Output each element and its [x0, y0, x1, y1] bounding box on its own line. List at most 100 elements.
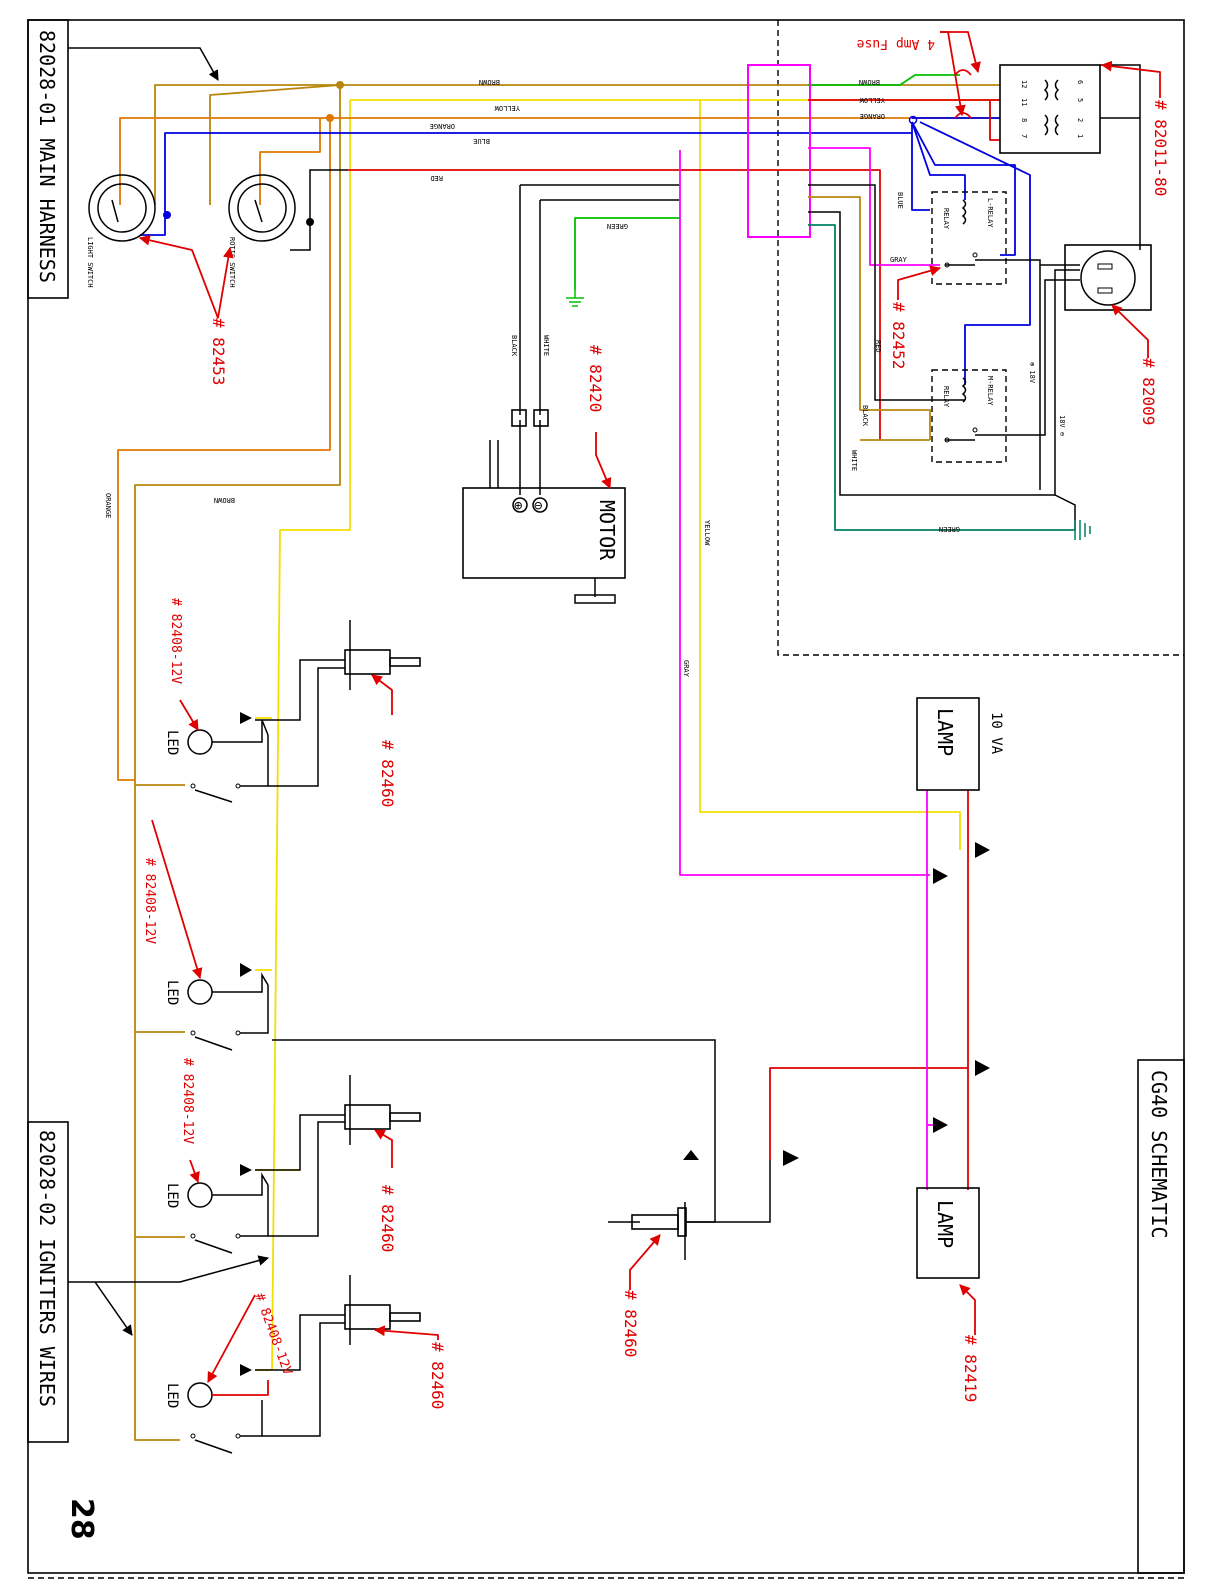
part-82408-1: # 82408-12V: [168, 598, 183, 684]
igniter-bottom-center: [272, 1039, 771, 1260]
schematic-title: CG40 SCHEMATIC: [1147, 1070, 1171, 1239]
wire-yellow-main: [255, 99, 1000, 1371]
arrow-igniter-1: [683, 1150, 699, 1160]
main-harness-leader: [68, 47, 219, 81]
pin-11: 11: [1020, 98, 1028, 106]
black-junction: [306, 218, 314, 226]
arrow-lamp-2: [933, 868, 948, 884]
wire-blue-main: [140, 117, 1031, 385]
igniter-row-1: LED: [164, 620, 421, 803]
lamp-bottom: LAMP: [916, 1187, 980, 1279]
wire-labels: BROWN YELLOW ORANGE BLUE RED GREEN BLACK…: [104, 78, 960, 678]
page-border: [27, 19, 1185, 1574]
lamp-top: LAMP 10 VA: [916, 697, 1004, 791]
m-relay: M-RELAY RELAY: [931, 369, 1007, 463]
wire-label-green-top: GREEN: [607, 222, 628, 230]
igniters-leader: [68, 1281, 133, 1336]
wire-label-brown-top: BROWN: [479, 78, 500, 86]
lamp-rating: 10 VA: [988, 712, 1004, 755]
transformer: 12 11 8 7 6 5 2 1: [999, 64, 1101, 154]
led-2-label: LED: [164, 980, 180, 1005]
main-harness-title-block: 82028-01 MAIN HARNESS: [27, 19, 69, 299]
light-switch-label: LIGHT SWITCH: [86, 237, 94, 288]
wire-label-black-right: BLACK: [861, 405, 869, 427]
part-82460-1: # 82460: [378, 740, 397, 807]
motor-label: MOTOR: [595, 500, 619, 561]
igniters-leader-2: [95, 1255, 270, 1283]
power-connector: ⊕ 18V 18V ⊖: [1028, 244, 1152, 436]
rotis-switch: ROTIS SWITCH: [228, 174, 296, 288]
wire-label-gray-right: GRAY: [890, 256, 908, 264]
part-82460-2: # 82460: [378, 1185, 397, 1252]
wire-green-main: [574, 74, 960, 290]
v18-plus: ⊕ 18V: [1028, 362, 1036, 384]
part-82460-4: # 82460: [621, 1290, 640, 1357]
l-relay-word: RELAY: [942, 208, 950, 230]
wire-brown-main: [134, 84, 1000, 1441]
wire-label-blue-right: BLUE: [896, 192, 904, 209]
wire-label-orange-left: ORANGE: [104, 493, 112, 518]
pin-1: 1: [1076, 134, 1084, 138]
pin-6: 6: [1076, 80, 1084, 84]
pin-7: 7: [1020, 134, 1028, 138]
igniter-row-4: LED: [164, 1275, 421, 1454]
harness-connector: [747, 64, 811, 238]
igniter-row-2: LED: [164, 963, 269, 1051]
orange-junction: [326, 114, 334, 122]
led-3-label: LED: [164, 1183, 180, 1208]
light-switch: LIGHT SWITCH: [86, 174, 156, 288]
wire-label-yellow-top: YELLOW: [494, 104, 520, 112]
fuse-label: 4 Amp Fuse: [857, 36, 935, 51]
wire-label-red-top: RED: [430, 174, 443, 182]
igniters-title: 82028-02 IGNITERS WIRES: [35, 1130, 59, 1407]
part-82009: # 82009: [1139, 358, 1158, 425]
page-number: 28: [64, 1498, 99, 1540]
motor-minus: ⊖: [534, 498, 543, 514]
pin-5: 5: [1076, 98, 1084, 102]
m-relay-label: M-RELAY: [986, 376, 994, 406]
wire-red-main: [348, 169, 969, 1190]
motor: ⊕ ⊖ MOTOR: [462, 409, 626, 604]
schematic-title-block: CG40 SCHEMATIC: [1137, 1059, 1185, 1574]
wire-label-brown-right: BROWN: [859, 78, 880, 86]
rotis-switch-label: ROTIS SWITCH: [228, 237, 236, 288]
wire-label-white-right: WHITE: [850, 450, 858, 471]
control-box-border: [777, 20, 1184, 656]
wire-label-red-right: RED: [874, 340, 882, 353]
arrow-lamp-3: [975, 1060, 990, 1076]
fuse-1: [954, 69, 972, 76]
wire-label-white-motor: WHITE: [542, 335, 550, 356]
blue-node-right: [908, 115, 918, 125]
arrow-igniter-2: [783, 1150, 799, 1166]
v18-minus: 18V ⊖: [1058, 415, 1066, 436]
wire-label-green-right: GREEN: [939, 525, 960, 533]
pin-12: 12: [1020, 80, 1028, 88]
part-82453: # 82453: [209, 318, 228, 385]
control-box-wiring: [808, 64, 1141, 531]
wire-orange-main: [117, 117, 1000, 781]
main-harness-title: 82028-01 MAIN HARNESS: [35, 30, 59, 283]
led-1-label: LED: [164, 730, 180, 755]
wire-label-blue-top: BLUE: [473, 137, 490, 145]
wire-label-orange-right: ORANGE: [860, 112, 885, 120]
l-relay-label: L-RELAY: [986, 198, 994, 228]
lamp-bottom-label: LAMP: [933, 1200, 957, 1248]
blue-junction: [163, 211, 171, 219]
pin-8: 8: [1020, 118, 1028, 122]
wire-label-yellow-vert: YELLOW: [703, 520, 711, 546]
part-labels: # 82453 # 82420 # 82452 # 82009 # 82011-…: [138, 31, 1170, 1409]
wire-label-yellow-right: YELLOW: [859, 96, 885, 104]
m-relay-word: RELAY: [942, 386, 950, 408]
ground-symbol-left: [566, 290, 584, 307]
part-82011: # 82011-80: [1151, 100, 1170, 196]
part-82419: # 82419: [961, 1335, 980, 1402]
wire-label-black-motor: BLACK: [510, 335, 518, 357]
igniters-title-block: 82028-02 IGNITERS WIRES: [27, 1121, 69, 1443]
motor-plus: ⊕: [514, 498, 523, 514]
wire-gray-main: [679, 147, 940, 1190]
part-82408-2: # 82408-12V: [142, 858, 157, 944]
ground-symbol-right: [1074, 520, 1091, 540]
brown-junction: [336, 81, 344, 89]
lamp-top-label: LAMP: [933, 708, 957, 756]
